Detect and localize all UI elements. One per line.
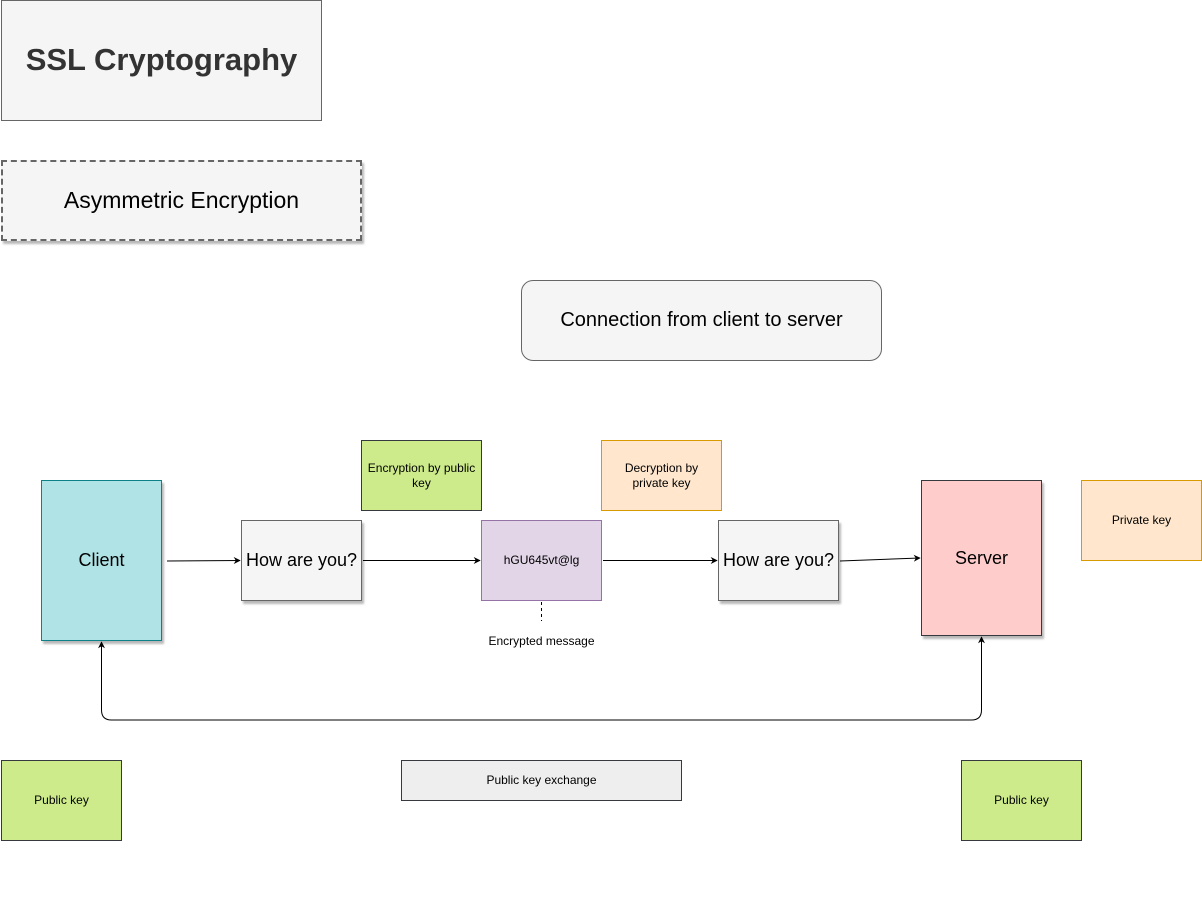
client-label: Client (78, 550, 125, 571)
title-text: SSL Cryptography (25, 42, 298, 78)
arrow-plaintext-to-server (839, 554, 921, 562)
private-key-text: Private key (1111, 513, 1172, 527)
arrow-client-to-plaintext (166, 557, 241, 565)
ciphertext-node: hGU645vt@lg (481, 520, 602, 601)
connection-label-box: Connection from client to server (521, 280, 882, 361)
client-public-key: Public key (1, 760, 122, 841)
ciphertext-text: hGU645vt@lg (503, 553, 580, 567)
key-exchange-connector (98, 636, 985, 721)
key-exchange-text: Public key exchange (486, 773, 597, 787)
subtitle-box: Asymmetric Encryption (1, 160, 362, 241)
private-key-node: Private key (1081, 480, 1202, 561)
server-public-key-text: Public key (994, 793, 1049, 807)
encryption-note-text: Encryption by public key (367, 460, 476, 490)
decryption-note-text: Decryption by private key (624, 460, 699, 490)
plaintext-message-after: How are you? (718, 520, 839, 601)
subtitle-text: Asymmetric Encryption (63, 187, 300, 214)
plaintext-after-text: How are you? (722, 550, 835, 571)
client-public-key-text: Public key (34, 793, 89, 807)
connection-label-text: Connection from client to server (560, 309, 843, 331)
server-public-key: Public key (961, 760, 1082, 841)
plaintext-before-text: How are you? (245, 550, 358, 571)
key-exchange-label: Public key exchange (401, 760, 682, 801)
plaintext-message-before: How are you? (241, 520, 362, 601)
decryption-note: Decryption by private key (601, 440, 722, 511)
title-box: SSL Cryptography (1, 0, 322, 121)
client-node: Client (41, 480, 162, 641)
server-node: Server (921, 480, 1042, 636)
encryption-note: Encryption by public key (361, 440, 482, 511)
server-label: Server (954, 547, 1008, 568)
